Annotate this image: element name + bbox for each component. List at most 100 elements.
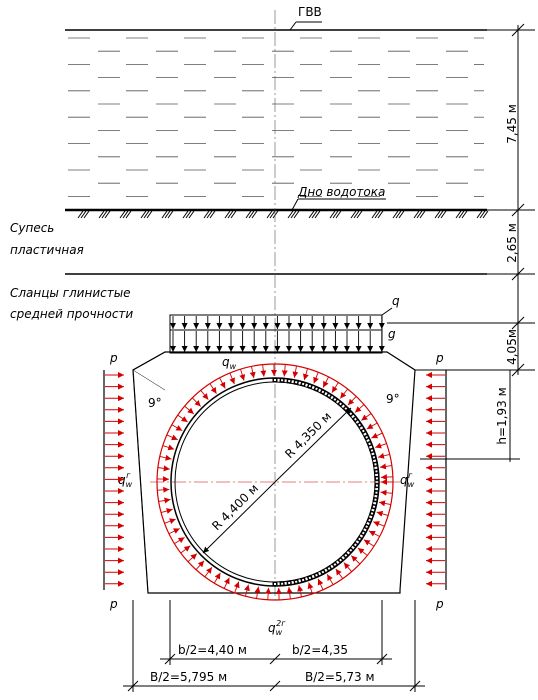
radial-pressure-arrow [357, 547, 368, 556]
load-q-label: q [392, 294, 400, 308]
lining-segment-hole [375, 484, 378, 487]
hatch-mark [77, 210, 84, 219]
angle-left-label: 9° [148, 396, 162, 410]
hatch-mark [377, 210, 384, 219]
hatch-mark [353, 210, 360, 219]
right-dimensions [387, 23, 535, 462]
hatch-mark [203, 210, 210, 219]
lining-segment-hole [361, 531, 365, 535]
qw-top-label: qw [222, 355, 237, 371]
radial-pressure-arrow [229, 372, 235, 385]
dim-h1: h=1,93 м [495, 387, 509, 444]
lining-segment-hole [295, 580, 298, 583]
hatch-mark [356, 210, 363, 219]
hatch-mark [350, 210, 357, 219]
radial-pressure-arrow [350, 555, 361, 565]
hatch-mark [185, 210, 192, 219]
hatch-mark [119, 210, 126, 219]
hatch-mark [230, 210, 237, 219]
radial-pressure-arrow [244, 584, 250, 597]
radial-pressure-arrow [317, 578, 324, 590]
hatch-mark [161, 210, 168, 219]
qw-bottom-label: qw2г [268, 619, 286, 637]
hatch-mark [272, 210, 279, 219]
radial-pressure-arrow [307, 582, 314, 595]
lining-segment-hole [274, 583, 276, 585]
lining-segment-hole [308, 384, 312, 388]
lining-segment-hole [353, 543, 357, 547]
hatch-mark [293, 210, 300, 219]
lining-segment-hole [374, 463, 377, 466]
lining-segment-hole [349, 548, 353, 552]
radial-pressure-arrow [158, 497, 171, 504]
hatch-mark [440, 210, 447, 219]
radius-inner-line [274, 407, 352, 483]
hatch-mark [143, 210, 150, 219]
hatch-mark [125, 210, 132, 219]
hatch-mark [122, 210, 129, 219]
lining-segment-hole [375, 491, 378, 494]
radial-pressure-arrow [233, 581, 240, 594]
lining-segment-hole [339, 402, 342, 406]
dim-B-left: B/2=5,795 м [150, 670, 227, 684]
hatch-mark [395, 210, 402, 219]
lining-segment-hole [288, 581, 291, 585]
hatch-mark [329, 210, 336, 219]
lining-segment-hole [374, 498, 377, 501]
lining-segment-hole [321, 570, 325, 574]
radial-pressure-arrow [187, 553, 198, 563]
hatch-mark [398, 210, 405, 219]
hatch-mark [245, 210, 252, 219]
p-top-right-label: p [435, 351, 444, 365]
lining-segment-hole [315, 387, 318, 391]
lining-segment-hole [274, 379, 276, 381]
lining-segment-hole [333, 563, 337, 566]
radial-pressure-arrow [302, 368, 309, 381]
lining-segment-hole [281, 582, 284, 585]
lining-segment-hole [327, 394, 331, 397]
lining-segment-hole [358, 423, 361, 427]
hatch-mark [413, 210, 420, 219]
radial-pressure-arrow [159, 454, 172, 461]
hatch-mark [98, 210, 105, 219]
gvv-label: ГВВ [298, 5, 322, 19]
water-dashes [68, 37, 484, 197]
lining-segment-hole [288, 379, 291, 383]
radial-pressure-arrow [375, 442, 387, 449]
hatch-mark [437, 210, 444, 219]
radial-pressure-arrow [213, 572, 221, 584]
hatch-mark [206, 210, 213, 219]
soil-layer2-label-2: средней прочности [10, 307, 133, 321]
gvv-leader [289, 21, 297, 31]
hatch-mark [308, 210, 315, 219]
hatch-mark [80, 210, 87, 219]
hatch-mark [164, 210, 171, 219]
hatch-mark [227, 210, 234, 219]
dim-B-right: B/2=5,73 м [305, 670, 375, 684]
hatch-mark [140, 210, 147, 219]
radial-pressure-arrow [373, 521, 385, 527]
radial-pressure-arrow [157, 486, 170, 493]
hatch-mark [461, 210, 468, 219]
hatch-mark [434, 210, 441, 219]
radial-pressure-arrow [200, 390, 209, 400]
hatch-mark [290, 210, 297, 219]
hatch-mark [371, 210, 378, 219]
radial-pressure-arrow [380, 489, 393, 496]
radial-pressure-arrow [371, 432, 383, 439]
hatch-mark [419, 210, 426, 219]
hatch-mark [269, 210, 276, 219]
radial-pressure-arrow [376, 510, 389, 517]
radial-pressure-arrow [297, 585, 304, 598]
radial-pressure-arrow [195, 560, 205, 570]
radial-pressure-arrow [209, 383, 217, 394]
lining-segment-hole [358, 537, 361, 541]
lining-segment-hole [321, 390, 325, 394]
side-earth-pressure [103, 370, 447, 590]
radial-pressure-arrow [378, 500, 391, 507]
hatch-mark [332, 210, 339, 219]
radial-pressure-arrow [281, 364, 288, 377]
radial-pressure-arrow [286, 587, 293, 600]
radial-pressure-arrow [292, 365, 299, 378]
